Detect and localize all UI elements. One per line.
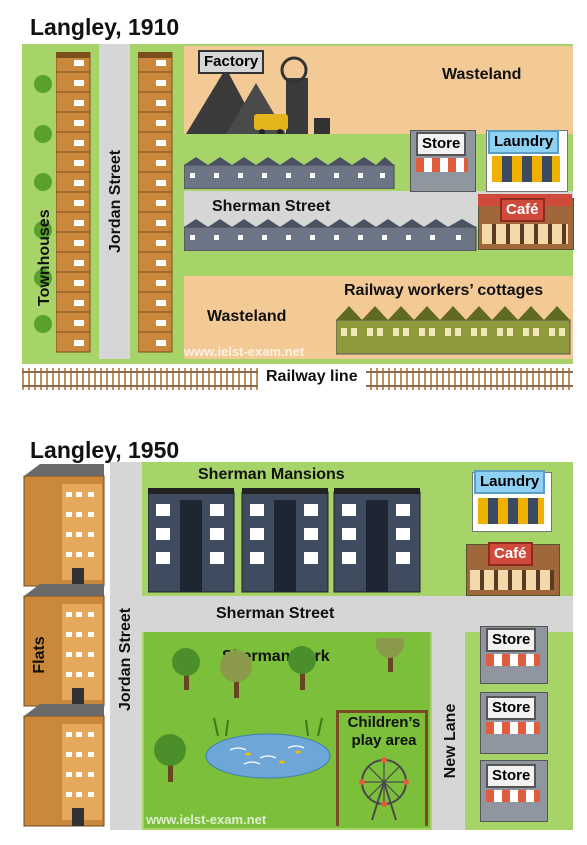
laundry-windows-1950 xyxy=(478,498,544,524)
watermark-1910: www.ielst-exam.net xyxy=(184,344,305,359)
wasteland-bottom-label: Wasteland xyxy=(207,308,287,325)
flats-label: Flats xyxy=(31,636,48,674)
townhouses-right-column xyxy=(138,52,173,353)
play-area-fence xyxy=(336,710,428,826)
sherman-mansions-label: Sherman Mansions xyxy=(198,466,345,483)
flats-buildings xyxy=(23,464,105,827)
store-label-1950-2: Store xyxy=(486,696,537,720)
townhouses-left-column xyxy=(56,52,91,353)
map-1910: Factory Wasteland Store Laundry Sherman … xyxy=(22,44,574,364)
tree-row xyxy=(34,75,52,333)
map-1950-title: Langley, 1950 xyxy=(30,437,180,463)
jordan-street-road xyxy=(99,44,130,359)
laundry-label: Laundry xyxy=(488,130,560,154)
map-1950: Flats Jordan Street Sherman Mansions Lau… xyxy=(22,462,573,830)
cafe-label-1950: Café xyxy=(488,542,533,566)
store-label-1950-3: Store xyxy=(486,764,537,788)
new-lane-label: New Lane xyxy=(442,703,459,779)
store-label: Store xyxy=(416,132,467,156)
ferris-wheel-icon xyxy=(359,757,409,821)
map-1910-title: Langley, 1910 xyxy=(30,14,180,40)
cafe-windows xyxy=(482,224,568,244)
railway-line-label: Railway line xyxy=(258,364,366,390)
houses-row-north xyxy=(184,157,395,189)
cafe-windows-1950 xyxy=(470,570,554,590)
laundry-windows xyxy=(492,156,560,182)
cafe-label: Café xyxy=(500,198,545,222)
jordan-street-label-1950: Jordan Street xyxy=(117,607,134,711)
wasteland-top-label: Wasteland xyxy=(442,66,522,83)
store-awning-1950-1 xyxy=(486,654,540,666)
new-lane-road xyxy=(432,632,465,830)
jordan-street-road-1950 xyxy=(110,462,142,830)
jordan-street-label-1910: Jordan Street xyxy=(107,149,124,253)
railway-cottages-label: Railway workers’ cottages xyxy=(344,282,544,299)
townhouses-label: Townhouses xyxy=(36,209,53,306)
store-awning xyxy=(416,158,468,172)
sherman-street-label-1950: Sherman Street xyxy=(216,605,335,622)
factory-label: Factory xyxy=(198,50,265,74)
watermark-1950: www.ielst-exam.net xyxy=(146,812,267,827)
play-area-label: Children’s play area xyxy=(347,714,421,749)
store-awning-1950-2 xyxy=(486,722,540,734)
sherman-street-label: Sherman Street xyxy=(212,198,331,215)
houses-row-south xyxy=(184,219,477,251)
railway-cottages-row xyxy=(336,306,571,355)
store-label-1950-1: Store xyxy=(486,628,537,652)
factory-building xyxy=(186,56,330,134)
sherman-mansions-buildings xyxy=(148,488,421,593)
laundry-label-1950: Laundry xyxy=(474,470,546,494)
store-awning-1950-3 xyxy=(486,790,540,802)
park-trees-and-pond xyxy=(154,638,404,782)
